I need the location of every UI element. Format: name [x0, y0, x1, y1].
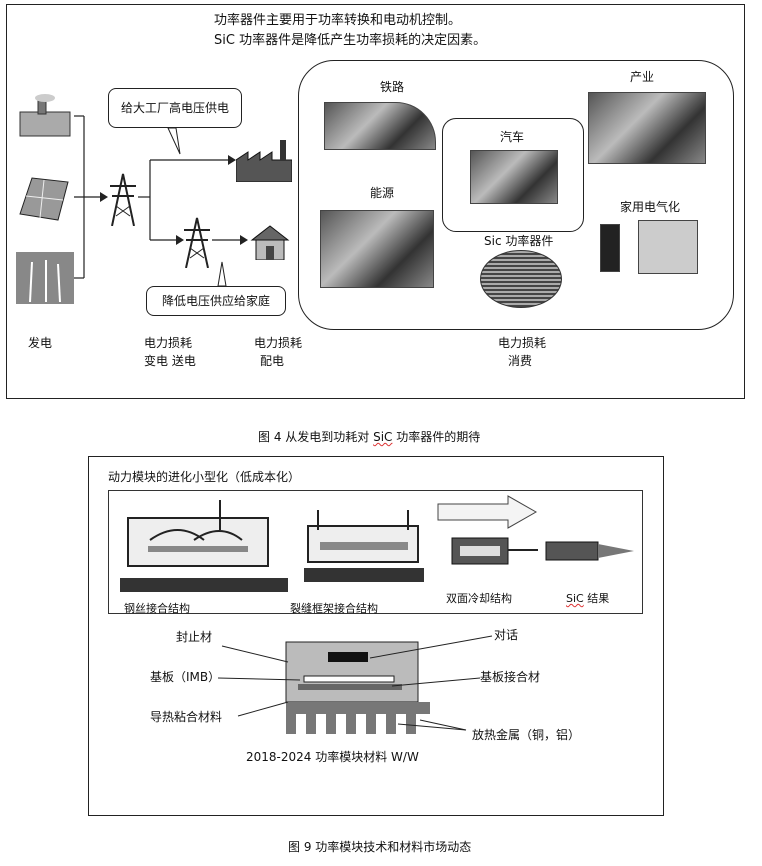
label-railway: 铁路 — [380, 80, 405, 94]
label-substrate-bond: 基板接合材 — [480, 670, 541, 684]
figure-4-caption-sic: SiC — [373, 430, 393, 444]
module-evolution-box — [108, 490, 643, 614]
figure-4-caption-prefix: 图 4 从发电到功耗对 — [258, 430, 374, 444]
label-appliance: 家用电气化 — [620, 200, 681, 214]
label-heat-metal: 放热金属（铜，铝） — [472, 728, 581, 742]
fig4-intro-line2: SiC 功率器件是降低产生功率损耗的决定因素。 — [214, 33, 487, 48]
label-industry: 产业 — [630, 70, 655, 84]
label-sic-result-suffix: 结果 — [583, 592, 610, 605]
stage-generation: 发电 — [28, 336, 53, 350]
stage-consumption-2: 消费 — [508, 354, 533, 368]
car-photo — [470, 150, 558, 204]
label-wire-bond: 钢丝接合结构 — [124, 602, 190, 615]
fig4-intro-line1: 功率器件主要用于功率转换和电动机控制。 — [214, 13, 462, 28]
figure-9-frame — [88, 456, 664, 816]
label-dialog: 对话 — [494, 628, 519, 642]
bubble-high-voltage-text: 给大工厂高电压供电 — [120, 101, 229, 115]
label-seal-material: 封止材 — [176, 630, 213, 644]
train-photo — [324, 102, 436, 150]
figure-4-frame — [6, 4, 745, 399]
house-icon — [250, 224, 290, 261]
bubble-high-voltage: 给大工厂高电压供电 — [108, 88, 242, 128]
sic-wafer-photo — [480, 250, 562, 308]
figure-4-caption: 图 4 从发电到功耗对 SiC 功率器件的期待 — [258, 430, 480, 444]
label-substrate: 基板（IMB） — [150, 670, 221, 684]
distribution-tower-icon — [182, 216, 212, 269]
label-sic-result-prefix: SiC — [566, 592, 584, 605]
module-cross-section — [217, 635, 493, 734]
stage-distribution-2: 配电 — [260, 354, 285, 368]
consumption-frame — [298, 60, 734, 330]
power-plant-icon — [16, 92, 74, 140]
stage-transmission-2: 变电 送电 — [144, 354, 196, 368]
fig9-header: 动力模块的进化小型化（低成本化） — [108, 470, 301, 484]
bubble-low-voltage: 降低电压供应给家庭 — [146, 286, 286, 316]
label-energy: 能源 — [370, 186, 395, 200]
air-conditioner-photo — [638, 220, 698, 274]
label-car: 汽车 — [500, 130, 525, 144]
figure-4-caption-suffix: 功率器件的期待 — [392, 430, 481, 444]
fig4-connectors — [74, 115, 248, 287]
factory-icon — [235, 140, 293, 183]
refrigerator-photo — [600, 224, 620, 272]
label-thermal-adhesive: 导热粘合材料 — [150, 710, 223, 724]
stage-distribution-1: 电力损耗 — [254, 336, 303, 350]
label-lead-frame: 裂缝框架接合结构 — [290, 602, 378, 615]
module-evolution-drawings — [120, 495, 634, 592]
label-sic-result: SiC 结果 — [566, 592, 609, 606]
energy-photo — [320, 210, 434, 288]
stage-consumption-1: 电力损耗 — [498, 336, 547, 350]
wind-turbine-icon — [16, 252, 74, 304]
figure-9-caption: 图 9 功率模块技术和材料市场动态 — [288, 840, 472, 854]
industry-photo — [588, 92, 706, 164]
fig9-footer: 2018-2024 功率模块材料 W/W — [246, 750, 419, 764]
label-double-cooling: 双面冷却结构 — [446, 592, 512, 605]
transmission-tower-icon — [108, 172, 138, 227]
stage-transmission-1: 电力损耗 — [144, 336, 193, 350]
bubble-low-voltage-text: 降低电压供应给家庭 — [161, 294, 270, 308]
solar-panel-icon — [14, 172, 72, 224]
label-sic-device: Sic 功率器件 — [484, 234, 554, 248]
